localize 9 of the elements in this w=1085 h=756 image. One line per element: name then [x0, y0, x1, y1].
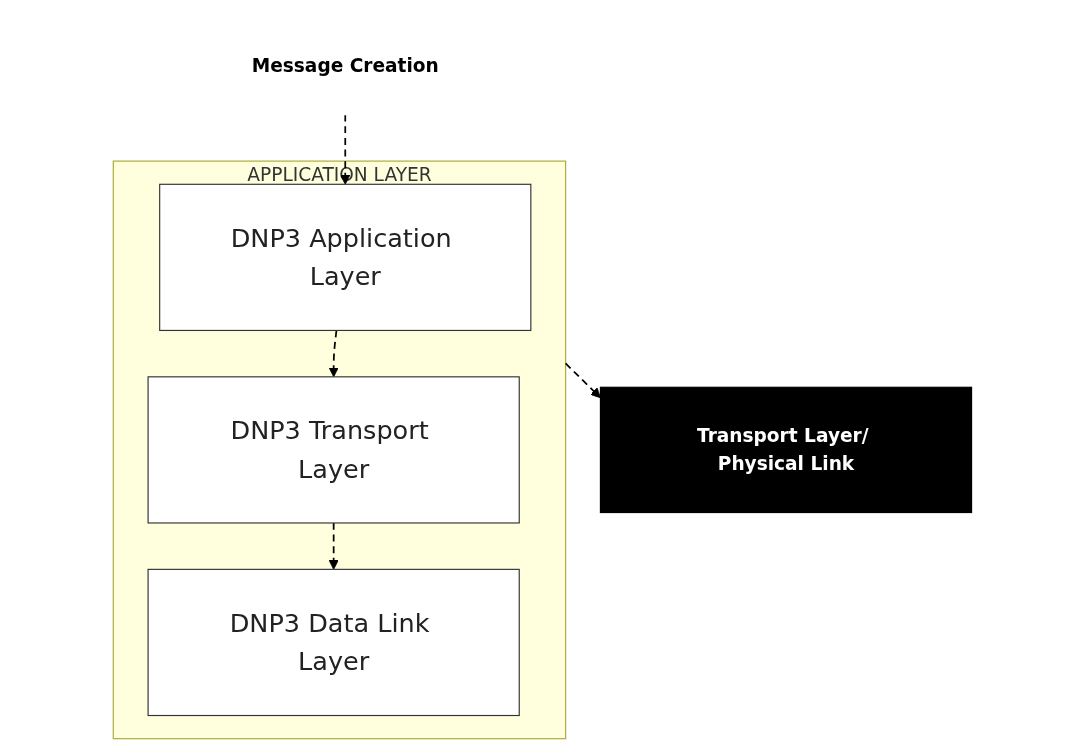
node-box: DNP3 Transport Layer: [147, 376, 520, 524]
node-box: DNP3 Application Layer: [159, 183, 532, 331]
arrow: [328, 522, 339, 570]
node-box: Transport Layer/ Physical Link: [599, 386, 973, 514]
node-box: DNP3 Data Link Layer: [147, 568, 520, 717]
arrow: [340, 113, 351, 185]
node-text: Message Creation: [251, 54, 439, 77]
arrow: [564, 362, 601, 399]
arrow: [328, 329, 339, 378]
